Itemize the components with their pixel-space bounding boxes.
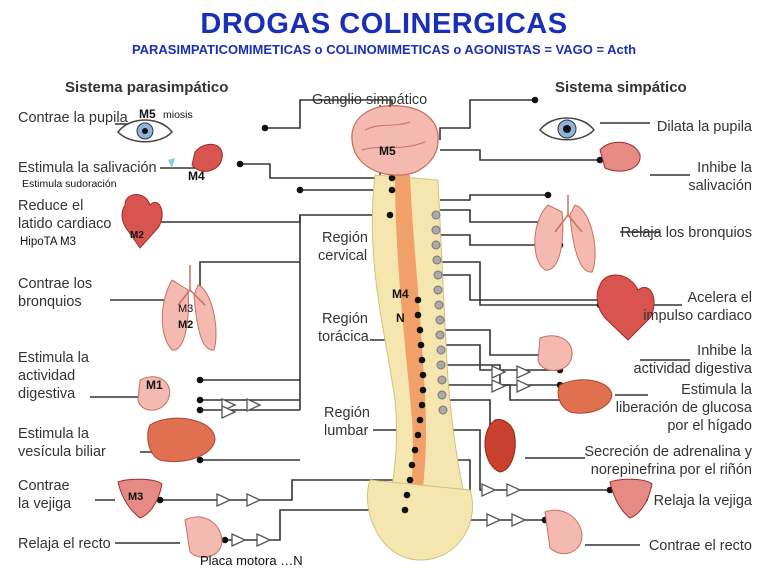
effect-label: actividad digestiva — [634, 361, 753, 377]
rectum-icon-right — [544, 509, 583, 555]
stomach-icon-right — [537, 335, 573, 371]
annotation-m1-digestive: M1 — [146, 378, 163, 392]
lumbar-label: Región — [324, 405, 370, 421]
bladder-icon-left — [117, 478, 163, 519]
effect-label: Reduce el — [18, 198, 83, 214]
effect-label: impulso cardiaco — [643, 308, 752, 324]
kidney-icon-right — [484, 419, 516, 473]
effect-label: latido cardiaco — [18, 216, 112, 232]
effect-label: bronquios — [18, 294, 82, 310]
eye-icon-left — [117, 119, 173, 143]
annotation-m4-spine: M4 — [392, 287, 409, 301]
thoracic-label: torácica — [318, 329, 370, 345]
ganglion-label: Ganglio simpático — [312, 92, 427, 108]
effect-label: Dilata la pupila — [657, 119, 753, 135]
salivary-gland-icon-left — [168, 143, 223, 172]
effect-label: Estimula la salivación — [18, 160, 157, 176]
effect-label: Contrae los — [18, 276, 92, 292]
annotation-m5-eye: M5 — [139, 107, 156, 121]
lungs-icon-left — [161, 265, 217, 351]
effect-label: Contrae la pupila — [18, 110, 129, 126]
liver-icon-left — [147, 417, 216, 463]
salivary-gland-icon-right — [599, 141, 641, 172]
sympathetic-effects: Dilata la pupila Inhibe la salivación Re… — [584, 119, 753, 554]
effect-label: Estimula la — [681, 382, 753, 398]
brain-icon — [351, 104, 439, 176]
liver-icon-right — [557, 379, 613, 414]
spinal-column — [366, 174, 474, 561]
effect-label: Contrae — [18, 478, 70, 494]
effect-label: Relaja la vejiga — [654, 493, 753, 509]
cervical-label: cervical — [318, 248, 367, 264]
annotation-m2-lung: M2 — [178, 319, 193, 331]
effect-label: Relaja los bronquios — [621, 225, 752, 241]
effect-label: liberación de glucosa — [616, 400, 753, 416]
annotation-m3-bladder: M3 — [128, 491, 143, 503]
effect-label: digestiva — [18, 386, 76, 402]
sympathetic-heading: Sistema simpático — [555, 79, 687, 96]
annotation-n-spine: N — [396, 311, 405, 325]
eye-icon-right — [539, 117, 595, 141]
effect-label: Secreción de adrenalina y — [584, 444, 752, 460]
effect-label: la vejiga — [18, 496, 72, 512]
effect-label: actividad — [18, 368, 75, 384]
effect-label: Inhibe la — [697, 343, 753, 359]
annotation-m4-salivary: M4 — [188, 169, 205, 183]
annotation-m3-lung: M3 — [178, 303, 193, 315]
cervical-label: Región — [322, 230, 368, 246]
heart-icon-right — [596, 274, 655, 341]
page-title: DROGAS COLINERGICAS — [200, 8, 568, 40]
thoracic-label: Región — [322, 311, 368, 327]
annotation-miosis: miosis — [163, 109, 193, 121]
receptor-annotations: M5 miosis M5 M4 Estimula sudoración M2 H… — [20, 107, 409, 568]
parasympathetic-heading: Sistema parasimpático — [65, 79, 228, 96]
stomach-icon-left — [137, 376, 171, 411]
effect-label: vesícula biliar — [18, 444, 106, 460]
effect-label: salivación — [688, 178, 752, 194]
effect-label: norepinefrina por el riñón — [591, 462, 752, 478]
parasympathetic-effects: Contrae la pupila Estimula la salivación… — [18, 110, 157, 552]
annotation-placa-motora: Placa motora …N — [200, 553, 303, 568]
effect-label: Relaja el recto — [18, 536, 111, 552]
annotation-m2-heart: M2 — [130, 230, 144, 241]
effect-label: por el hígado — [667, 418, 752, 434]
bladder-icon-right — [609, 478, 653, 519]
effect-label: Estimula la — [18, 426, 90, 442]
ganglion-triangles — [216, 364, 532, 548]
page-subtitle: PARASIMPATICOMIMETICAS o COLINOMIMETICAS… — [131, 42, 637, 57]
effect-label: Contrae el recto — [649, 538, 752, 554]
lumbar-label: lumbar — [324, 423, 368, 439]
sympathetic-chain — [431, 210, 448, 415]
effect-label: Acelera el — [688, 290, 752, 306]
effect-label: Estimula la — [18, 350, 90, 366]
rectum-icon-left — [184, 516, 223, 558]
lungs-icon-right — [534, 195, 596, 273]
annotation-hipota: HipoTA M3 — [20, 236, 76, 248]
annotation-sudoracion: Estimula sudoración — [22, 178, 117, 190]
effect-label: Inhibe la — [697, 160, 753, 176]
center-labels: Ganglio simpático Región cervical Región… — [312, 92, 427, 439]
heart-icon-left — [121, 194, 163, 249]
annotation-m5-brain: M5 — [379, 144, 396, 158]
